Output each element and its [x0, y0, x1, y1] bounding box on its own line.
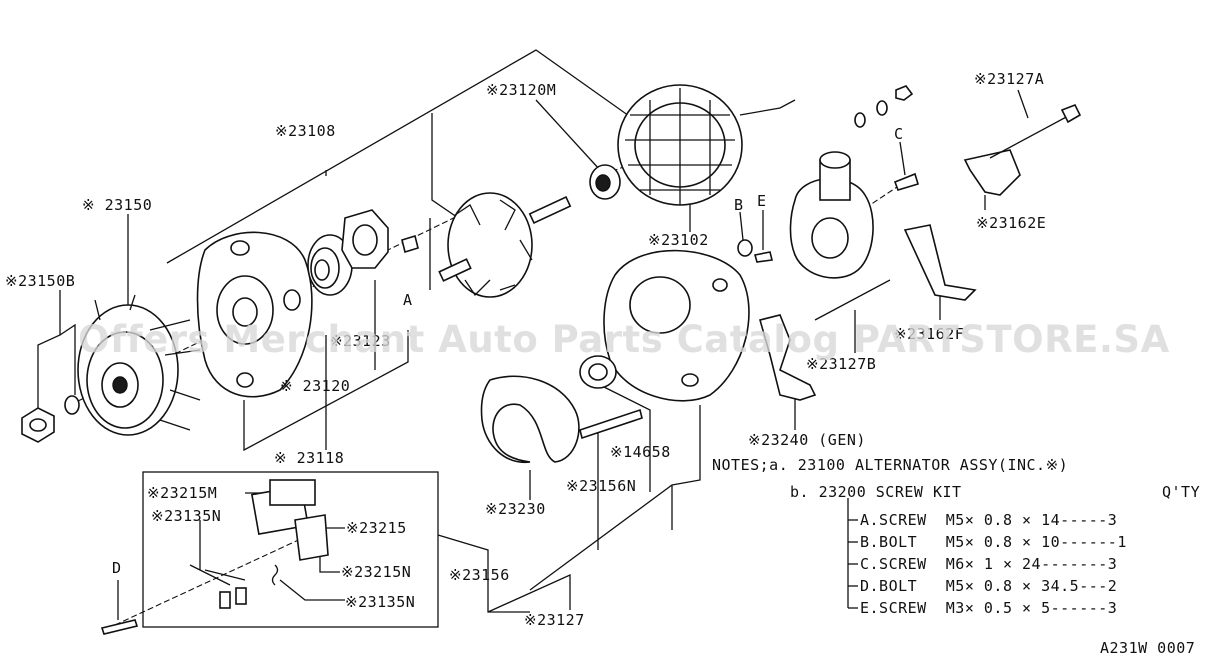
watermark: Offers Merchant Auto Parts Catalog PARTS…: [78, 318, 1170, 361]
label-23156: ※23156: [449, 566, 510, 584]
label-E: E: [757, 192, 767, 210]
regulator-part: [250, 479, 329, 561]
label-23127: ※23127: [524, 611, 585, 629]
label-23215M: ※23215M: [147, 484, 218, 502]
rear-cover-part: [789, 151, 874, 279]
label-23135N-lower: ※23135N: [345, 593, 416, 611]
label-C: C: [894, 125, 904, 143]
label-23150: ※ 23150: [82, 196, 153, 214]
label-23135N: ※23135N: [151, 507, 222, 525]
spring-part: [271, 564, 279, 586]
notes-line-1: NOTES;a. 23100 ALTERNATOR ASSY(INC.※): [712, 456, 1069, 474]
bolt-B-part: [737, 239, 753, 257]
leader-23156-a: [437, 534, 530, 613]
front-housing-part: [196, 231, 313, 398]
leader-23156N: [599, 384, 651, 492]
diagram-code: A231W 0007: [1100, 639, 1196, 657]
leader-23156-b: [529, 405, 701, 591]
rectifier-part: [480, 375, 580, 463]
bearing-front-part: [307, 234, 353, 296]
screw-C-part: [893, 172, 919, 191]
stator-part: [617, 84, 796, 206]
label-23127B: ※23127B: [806, 355, 877, 373]
bearing-rear-part: [589, 164, 621, 200]
leader-23127A: [1017, 89, 1029, 119]
label-23118: ※ 23118: [274, 449, 345, 467]
screw-A-part: [401, 234, 419, 254]
notes-item-c: C.SCREW M6× 1 × 24-------3: [860, 555, 1118, 573]
leader-23127: [487, 573, 571, 613]
leader-23150B-a: [37, 290, 61, 412]
label-14658: ※14658: [610, 443, 671, 461]
label-23123: ※23123: [330, 332, 391, 350]
label-23240: ※23240 (GEN): [748, 431, 866, 449]
brush-part: [189, 564, 247, 609]
bolt-23127B-part: [814, 279, 891, 321]
bolt-D-part: [100, 619, 139, 635]
notes-line-2: b. 23200 SCREW KIT: [790, 483, 962, 501]
seal-part: [579, 355, 617, 389]
leader-23135N-b: [279, 579, 345, 601]
harness-23240-part: [759, 314, 817, 401]
washer-part: [64, 395, 80, 415]
leader-B: [739, 211, 744, 241]
leader-23120M: [535, 99, 601, 171]
label-23150B: ※23150B: [5, 272, 76, 290]
label-23120: ※ 23120: [280, 377, 351, 395]
rear-housing-part: [603, 249, 750, 402]
notes-item-e: E.SCREW M3× 0.5 × 5------3: [860, 599, 1118, 617]
leader-23150B-b: [59, 323, 76, 395]
label-23162F: ※23162F: [894, 325, 965, 343]
rotor-part: [438, 192, 572, 298]
brush-holder-box: [142, 471, 439, 628]
bracket-23162F-part: [903, 224, 977, 301]
label-23215: ※23215: [346, 519, 407, 537]
axis-brush: [114, 529, 321, 626]
label-23127A: ※23127A: [974, 70, 1045, 88]
label-23120M: ※23120M: [486, 81, 557, 99]
label-23215N: ※23215N: [341, 563, 412, 581]
screw-E-part: [753, 251, 773, 263]
notes-item-a: A.SCREW M5× 0.8 × 14-----3: [860, 511, 1118, 529]
label-A: A: [403, 291, 413, 309]
label-23162E: ※23162E: [976, 214, 1047, 232]
retainer-plate-hole: [352, 224, 378, 256]
washer-c2-part: [876, 100, 888, 116]
label-23102: ※23102: [648, 231, 709, 249]
notes-qty-header: Q'TY: [1162, 483, 1201, 501]
label-D: D: [112, 559, 122, 577]
leader-C: [899, 141, 906, 176]
nut-c-part: [895, 85, 914, 101]
label-23108: ※23108: [275, 122, 336, 140]
label-23156N: ※23156N: [566, 477, 637, 495]
nut-part: [21, 407, 55, 443]
washer-c1-part: [854, 112, 866, 128]
through-bolt-part: [579, 408, 643, 440]
notes-item-d: D.BOLT M5× 0.8 × 34.5---2: [860, 577, 1118, 595]
label-B: B: [734, 196, 744, 214]
label-23230: ※23230: [485, 500, 546, 518]
pulley-fan-part: [77, 294, 201, 436]
notes-item-b: B.BOLT M5× 0.8 × 10------1: [860, 533, 1127, 551]
bracket-23162E-part: [963, 103, 1082, 196]
